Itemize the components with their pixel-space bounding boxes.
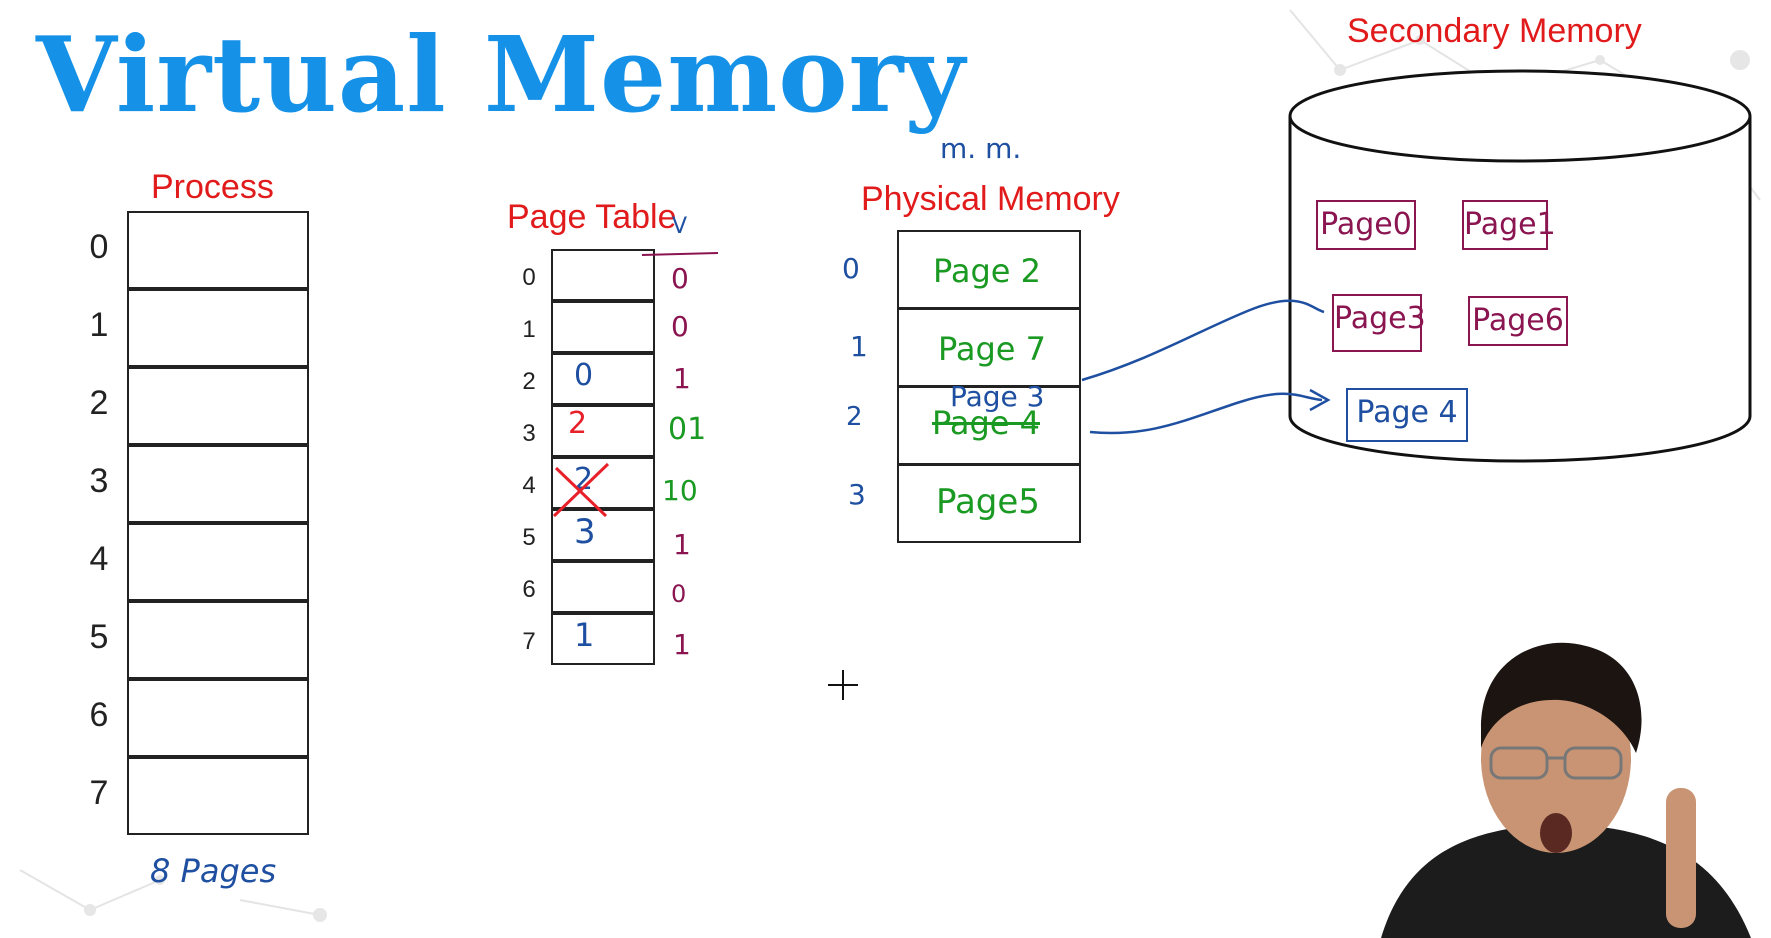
page-table-cell xyxy=(551,561,655,613)
process-page-cell xyxy=(127,601,309,679)
disk-page: Page6 xyxy=(1468,296,1568,346)
page-table-frame-value: 1 xyxy=(574,616,595,654)
page-table-cell xyxy=(551,405,655,457)
page-table-row-number: 5 xyxy=(522,524,536,551)
valid-bit: 0 xyxy=(671,262,689,295)
page-table-row-number: 3 xyxy=(522,420,536,447)
process-row-number: 5 xyxy=(89,618,109,656)
physical-frame-replacement-page: Page 3 xyxy=(950,380,1045,413)
page-title: Virtual Memory xyxy=(36,13,966,136)
process-row-number: 0 xyxy=(89,228,109,266)
process-row-number: 2 xyxy=(89,384,109,422)
process-label: Process xyxy=(151,168,274,206)
cross-out-mark xyxy=(552,462,610,518)
page-table-cell xyxy=(551,301,655,353)
physical-frame-page-replaced: Page 4 xyxy=(932,404,1040,442)
page-table-row-number: 6 xyxy=(522,576,536,603)
process-row-number: 7 xyxy=(89,774,109,812)
process-page-cell xyxy=(127,211,309,289)
physical-frame-cell xyxy=(897,308,1081,387)
valid-bit: 0 xyxy=(671,310,689,343)
page-table-cell xyxy=(551,613,655,665)
page-table-label: Page Table xyxy=(507,198,677,236)
valid-bit: 1 xyxy=(673,362,691,395)
disk-page: Page 4 xyxy=(1346,388,1468,442)
physical-frame-cell xyxy=(897,386,1081,465)
valid-bit: 01 xyxy=(668,412,707,447)
page-table-row-number: 1 xyxy=(522,316,536,343)
page-table-row-number: 7 xyxy=(522,628,536,655)
presenter-webcam-image xyxy=(1351,638,1771,938)
page-table-cell xyxy=(551,509,655,561)
page-table-frame-value: 0 xyxy=(574,358,594,393)
physical-frame-number: 2 xyxy=(846,402,863,432)
valid-bit-header: V xyxy=(672,214,688,239)
page-table-cell xyxy=(551,353,655,405)
physical-frame-page: Page 7 xyxy=(938,330,1046,368)
page-table-row-number: 4 xyxy=(522,472,536,499)
valid-bit: 1 xyxy=(673,528,691,561)
swap-arrows xyxy=(1081,299,1331,435)
page-table-row-number: 2 xyxy=(522,368,536,395)
physical-frame-number: 3 xyxy=(848,478,866,511)
page-table-cell xyxy=(551,249,655,301)
disk-page: Page3 xyxy=(1332,294,1426,352)
page-table-frame-value: 3 xyxy=(574,512,596,552)
main-memory-annotation: m. m. xyxy=(940,132,1022,165)
physical-memory-label: Physical Memory xyxy=(861,180,1120,218)
process-page-cell xyxy=(127,367,309,445)
crosshair-cursor-icon xyxy=(828,670,858,700)
valid-bit: 0 xyxy=(671,580,687,608)
page-table-frame-value: 2 xyxy=(568,406,588,441)
valid-bit: 1 xyxy=(673,628,691,661)
valid-bit: 10 xyxy=(662,474,698,507)
disk-page: Page0 xyxy=(1316,200,1416,250)
page-table-row-number: 0 xyxy=(522,264,536,291)
process-page-cell xyxy=(127,289,309,367)
process-row-number: 6 xyxy=(89,696,109,734)
physical-frame-page: Page5 xyxy=(936,482,1040,522)
process-row-number: 1 xyxy=(89,306,109,344)
secondary-memory-disk-icon xyxy=(1288,69,1752,463)
secondary-memory-label: Secondary Memory xyxy=(1347,12,1642,50)
physical-frame-page: Page 2 xyxy=(933,252,1041,290)
process-page-count-note: 8 Pages xyxy=(150,852,277,890)
process-row-number: 4 xyxy=(89,540,109,578)
physical-frame-number: 0 xyxy=(842,252,860,285)
valid-bit-header-underline xyxy=(641,252,719,256)
process-page-cell xyxy=(127,679,309,757)
process-page-cell xyxy=(127,523,309,601)
physical-frame-cell xyxy=(897,230,1081,309)
physical-frame-number: 1 xyxy=(850,330,868,363)
disk-page: Page1 xyxy=(1462,200,1556,250)
process-page-cell xyxy=(127,445,309,523)
physical-frame-cell xyxy=(897,464,1081,543)
process-row-number: 3 xyxy=(89,462,109,500)
process-page-cell xyxy=(127,757,309,835)
